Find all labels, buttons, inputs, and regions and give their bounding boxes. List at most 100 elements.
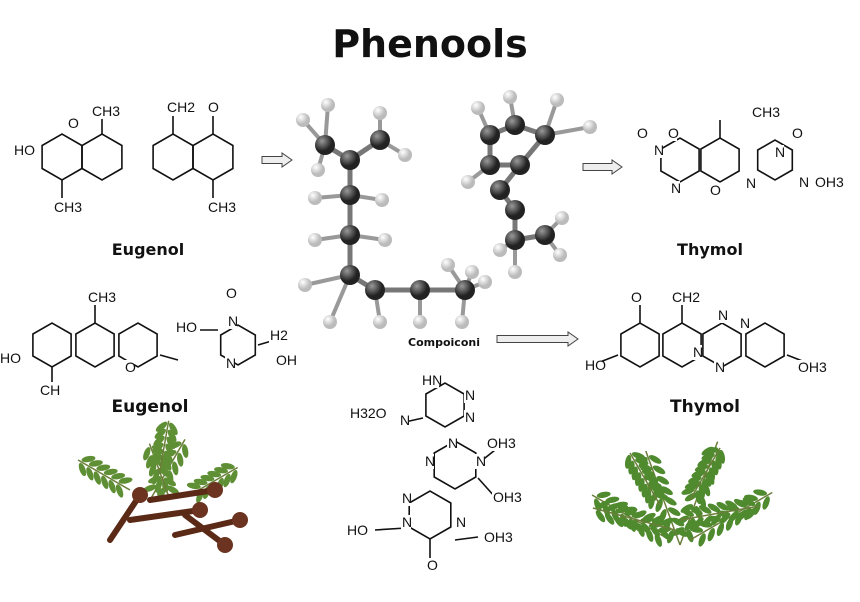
leaf	[93, 471, 102, 485]
hydrogen-atom	[308, 191, 322, 205]
atom-label: OH3	[815, 174, 844, 190]
leaf	[681, 487, 695, 495]
leaf	[671, 517, 685, 527]
arrow-icon	[582, 159, 623, 175]
leaf	[182, 444, 189, 458]
ring-bond	[118, 322, 158, 368]
atom-label: CH3	[752, 104, 780, 120]
atom-label-mask	[346, 523, 364, 538]
leaf	[655, 492, 669, 500]
hydrogen-atom	[298, 278, 312, 292]
atom-label-mask	[670, 181, 680, 196]
ring-bond	[41, 133, 83, 181]
leaf	[154, 428, 166, 439]
leaf	[742, 497, 756, 507]
leaf	[651, 486, 666, 495]
leaf	[200, 474, 215, 482]
atom-label-mask	[745, 176, 755, 191]
atom-label: CH3	[208, 199, 236, 215]
carbon-atom	[510, 155, 530, 175]
atom-label: CH	[40, 382, 60, 398]
leaf	[604, 512, 615, 525]
stem	[629, 452, 661, 506]
atom-label-mask	[464, 388, 474, 403]
atom-label-mask	[269, 328, 287, 343]
atom-label: CH3	[88, 289, 116, 305]
atom-label-mask	[714, 360, 724, 375]
atom-label: HO	[585, 357, 606, 373]
carbon-atom	[535, 225, 555, 245]
hydrogen-atom	[465, 265, 479, 279]
atom-label: OH3	[484, 529, 513, 545]
leaf	[728, 510, 739, 523]
atom-label: HO	[0, 350, 21, 366]
leaf	[718, 449, 726, 464]
leaf	[648, 480, 662, 489]
atom-label: N	[465, 409, 475, 425]
atom-label-mask	[13, 143, 31, 158]
atom-label: N	[226, 355, 236, 371]
thymol-label-bottom: Thymol	[669, 397, 741, 417]
leaf	[186, 482, 201, 490]
atom-label-mask	[401, 491, 411, 506]
hydrogen-atom	[478, 275, 492, 289]
bond	[159, 354, 179, 361]
leaf	[642, 512, 656, 521]
carbon-atom	[340, 225, 360, 245]
plant-illustrations	[77, 420, 773, 553]
atom-label: H32O	[350, 405, 387, 421]
leaf	[160, 469, 174, 479]
hydrogen-atom	[471, 101, 485, 115]
leaf	[645, 475, 659, 483]
hydrogen-atom	[308, 233, 322, 247]
atom-label: O	[226, 285, 237, 301]
atom-label-mask	[275, 353, 293, 368]
leaf	[167, 429, 177, 443]
leaf	[86, 467, 94, 481]
leaf	[656, 475, 670, 485]
leaf	[118, 477, 133, 484]
ring-bond	[433, 440, 477, 490]
atom-label-mask	[492, 490, 518, 505]
leaf	[595, 510, 606, 523]
atom-label-mask	[426, 558, 436, 573]
leaf	[633, 510, 647, 519]
atom-label: N	[693, 344, 703, 360]
leaf	[690, 506, 703, 516]
atom-label: CH2	[167, 99, 195, 115]
atom-label: O	[710, 182, 721, 198]
clove-bud	[217, 537, 233, 553]
leaf	[596, 491, 611, 498]
atom-label: N	[456, 514, 466, 530]
atom-label-mask	[67, 116, 77, 131]
leaf	[701, 452, 715, 461]
atom-label-mask	[483, 530, 509, 545]
carbon-atom	[340, 185, 360, 205]
leaf	[166, 436, 176, 450]
leaf	[624, 454, 632, 469]
leaf	[614, 515, 624, 528]
clove-bud	[207, 482, 223, 498]
leaf	[88, 460, 103, 467]
leaf	[150, 449, 163, 460]
reaction-arrows	[261, 152, 623, 347]
leaf	[719, 512, 730, 524]
leaf	[143, 447, 151, 461]
atom-label: N	[228, 313, 238, 329]
hydrogen-atom	[553, 248, 567, 262]
leaf	[693, 517, 704, 529]
hydrogen-atom	[441, 258, 455, 272]
atom-label: OH3	[798, 359, 827, 375]
leaf	[115, 484, 124, 498]
atom-label-mask	[791, 126, 801, 141]
ring-bond	[425, 382, 465, 428]
leaf	[101, 475, 109, 489]
atom-label: N	[425, 453, 435, 469]
atom-label-mask	[798, 175, 808, 190]
leaf	[716, 502, 729, 511]
atom-label: HO	[14, 142, 35, 158]
leaf	[667, 507, 681, 516]
carbon-atom	[340, 150, 360, 170]
